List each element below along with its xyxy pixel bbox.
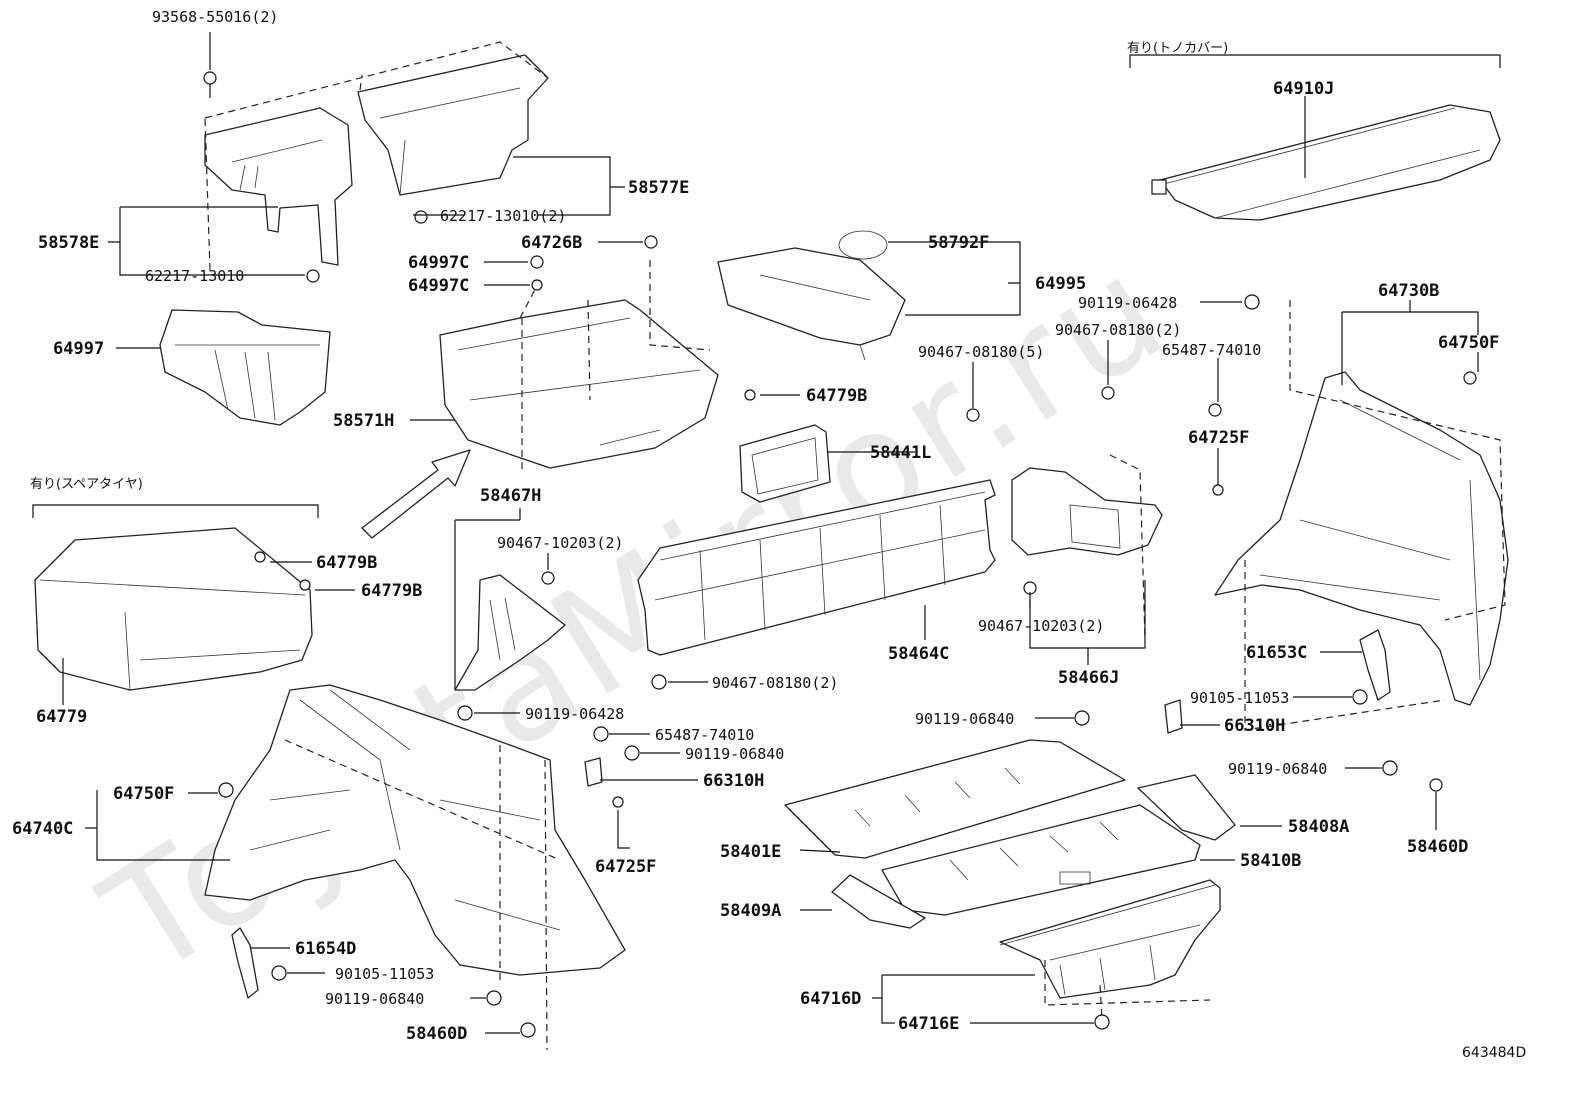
label-58464C[interactable]: 58464C — [888, 644, 949, 664]
part-58571H-shape — [439, 299, 719, 469]
label-58578E[interactable]: 58578E — [38, 233, 99, 253]
label-64779B-b[interactable]: 64779B — [361, 581, 422, 601]
part-58401E-shape — [784, 739, 1126, 859]
part-58409A-shape — [831, 874, 926, 929]
part-64997-shape — [159, 309, 331, 426]
label-90119-06840-bl[interactable]: 90119-06840 — [325, 990, 424, 1008]
note-spare-tire: 有り(スペアタイヤ) — [30, 477, 143, 492]
part-58577E-shape — [357, 54, 549, 196]
part-labels: 93568-55016(2) 58577E 62217-13010(2) 585… — [12, 8, 1499, 1044]
label-90119-06428-l[interactable]: 90119-06428 — [525, 705, 624, 723]
label-58466J[interactable]: 58466J — [1058, 668, 1119, 688]
label-64779B-top[interactable]: 64779B — [806, 386, 867, 406]
label-58401E[interactable]: 58401E — [720, 842, 781, 862]
label-90119-06428-r[interactable]: 90119-06428 — [1078, 294, 1177, 312]
label-58408A[interactable]: 58408A — [1288, 817, 1349, 837]
label-90467-08180-2r[interactable]: 90467-08180(2) — [1055, 321, 1181, 339]
part-66310H-r-shape — [1164, 699, 1183, 734]
label-58460D-r[interactable]: 58460D — [1407, 837, 1468, 857]
label-90467-08180-2[interactable]: 90467-08180(2) — [712, 674, 838, 692]
label-58410B[interactable]: 58410B — [1240, 851, 1301, 871]
part-61653C-shape — [1359, 629, 1391, 701]
part-64730B-shape — [1214, 371, 1509, 706]
part-61654D-shape — [231, 927, 259, 999]
label-64716E[interactable]: 64716E — [898, 1014, 959, 1034]
label-58460D-l[interactable]: 58460D — [406, 1024, 467, 1044]
label-64750F-r[interactable]: 64750F — [1438, 333, 1499, 353]
diagram-code: 643484D — [1462, 1045, 1526, 1061]
label-90467-10203-r[interactable]: 90467-10203(2) — [978, 617, 1104, 635]
label-62217-13010[interactable]: 62217-13010 — [145, 267, 244, 285]
part-64716D-shape — [999, 879, 1221, 999]
label-64995[interactable]: 64995 — [1035, 274, 1086, 294]
label-64725F-l[interactable]: 64725F — [595, 857, 656, 877]
part-58441L-shape — [739, 424, 831, 503]
label-64997C-a[interactable]: 64997C — [408, 253, 469, 273]
label-58409A[interactable]: 58409A — [720, 901, 781, 921]
label-90119-06840-r[interactable]: 90119-06840 — [1228, 760, 1327, 778]
label-65487-74010-l[interactable]: 65487-74010 — [655, 726, 754, 744]
part-58464C-shape — [637, 479, 996, 656]
label-61653C[interactable]: 61653C — [1246, 643, 1307, 663]
label-64997C-b[interactable]: 64997C — [408, 276, 469, 296]
label-90119-06840-l[interactable]: 90119-06840 — [685, 745, 784, 763]
label-64997[interactable]: 64997 — [53, 339, 104, 359]
label-66310H-r[interactable]: 66310H — [1224, 716, 1285, 736]
label-64730B[interactable]: 64730B — [1378, 281, 1439, 301]
label-58441L[interactable]: 58441L — [870, 443, 931, 463]
label-64750F-l[interactable]: 64750F — [113, 784, 174, 804]
fastener-clips — [203, 71, 1477, 1038]
label-90105-11053-r[interactable]: 90105-11053 — [1190, 689, 1289, 707]
label-64910J[interactable]: 64910J — [1273, 79, 1334, 99]
label-90467-08180-5[interactable]: 90467-08180(5) — [918, 343, 1044, 361]
part-58467H-shape — [454, 574, 566, 691]
note-tonneau-cover: 有り(トノカバー) — [1127, 41, 1228, 56]
part-64995-shape — [717, 247, 906, 361]
label-90105-11053-l[interactable]: 90105-11053 — [335, 965, 434, 983]
label-64725F-r[interactable]: 64725F — [1188, 428, 1249, 448]
label-64726B[interactable]: 64726B — [521, 233, 582, 253]
label-58577E[interactable]: 58577E — [628, 178, 689, 198]
label-61654D[interactable]: 61654D — [295, 939, 356, 959]
part-64910J-shape — [1151, 104, 1501, 221]
label-90119-06840-mid[interactable]: 90119-06840 — [915, 710, 1014, 728]
part-58578E-shape — [204, 107, 353, 266]
part-64779-shape — [34, 527, 313, 691]
part-58466J-shape — [1011, 467, 1163, 556]
label-66310H-l[interactable]: 66310H — [703, 771, 764, 791]
part-64740C-shape — [204, 684, 626, 976]
label-90467-10203-l[interactable]: 90467-10203(2) — [497, 534, 623, 552]
label-93568-55016[interactable]: 93568-55016(2) — [152, 8, 278, 26]
part-66310H-l-shape — [584, 757, 603, 787]
label-64779B-a[interactable]: 64779B — [316, 553, 377, 573]
part-58408A-shape — [1137, 774, 1236, 841]
label-58571H[interactable]: 58571H — [333, 411, 394, 431]
label-65487-74010-r[interactable]: 65487-74010 — [1162, 341, 1261, 359]
label-62217-13010-2[interactable]: 62217-13010(2) — [440, 207, 566, 225]
label-64779[interactable]: 64779 — [36, 707, 87, 727]
label-58792F[interactable]: 58792F — [928, 233, 989, 253]
leader-lines — [32, 32, 1501, 1034]
label-58467H[interactable]: 58467H — [480, 486, 541, 506]
label-64740C[interactable]: 64740C — [12, 819, 73, 839]
label-64716D[interactable]: 64716D — [800, 989, 861, 1009]
